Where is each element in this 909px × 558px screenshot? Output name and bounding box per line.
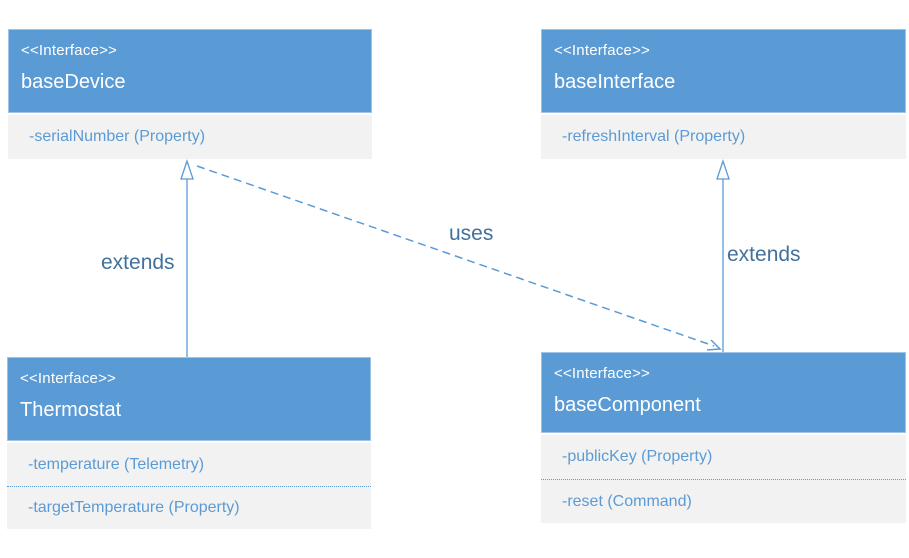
stereotype-label: <<Interface>> bbox=[21, 42, 118, 59]
member-row: -serialNumber (Property) bbox=[8, 115, 372, 159]
interface-node-basedevice[interactable]: <<Interface>> baseDevice -serialNumber (… bbox=[8, 29, 372, 159]
node-header: <<Interface>> baseComponent bbox=[541, 352, 906, 433]
node-members: -temperature (Telemetry) -targetTemperat… bbox=[7, 441, 371, 529]
node-header: <<Interface>> baseDevice bbox=[8, 29, 372, 113]
interface-node-baseinterface[interactable]: <<Interface>> baseInterface -refreshInte… bbox=[541, 29, 906, 159]
node-name: baseComponent bbox=[554, 394, 701, 416]
node-name: baseDevice bbox=[21, 71, 126, 93]
node-name: baseInterface bbox=[554, 71, 676, 93]
edge-label-uses: uses bbox=[449, 221, 494, 247]
edge-label-extends-left: extends bbox=[101, 250, 175, 276]
stereotype-label: <<Interface>> bbox=[20, 370, 117, 387]
hollow-triangle-arrowhead-icon bbox=[716, 158, 730, 180]
hollow-triangle-arrowhead-icon bbox=[180, 158, 194, 180]
member-row: -publicKey (Property) bbox=[541, 435, 906, 479]
edge-label-extends-right: extends bbox=[727, 242, 801, 268]
member-row: -temperature (Telemetry) bbox=[7, 443, 371, 486]
node-members: -publicKey (Property) -reset (Command) bbox=[541, 433, 906, 523]
edge-dependency-basedevice-basecomponent bbox=[196, 165, 722, 351]
node-members: -refreshInterval (Property) bbox=[541, 113, 906, 159]
member-row: -refreshInterval (Property) bbox=[541, 115, 906, 159]
stereotype-label: <<Interface>> bbox=[554, 365, 651, 382]
node-header: <<Interface>> baseInterface bbox=[541, 29, 906, 113]
node-members: -serialNumber (Property) bbox=[8, 113, 372, 159]
interface-node-thermostat[interactable]: <<Interface>> Thermostat -temperature (T… bbox=[7, 357, 371, 529]
stereotype-label: <<Interface>> bbox=[554, 42, 651, 59]
node-header: <<Interface>> Thermostat bbox=[7, 357, 371, 441]
member-row: -targetTemperature (Property) bbox=[7, 486, 371, 529]
node-name: Thermostat bbox=[20, 399, 122, 421]
edge-inheritance-thermostat-basedevice bbox=[180, 158, 194, 357]
open-arrowhead-icon bbox=[706, 339, 722, 351]
interface-node-basecomponent[interactable]: <<Interface>> baseComponent -publicKey (… bbox=[541, 352, 906, 523]
member-row: -reset (Command) bbox=[541, 479, 906, 523]
